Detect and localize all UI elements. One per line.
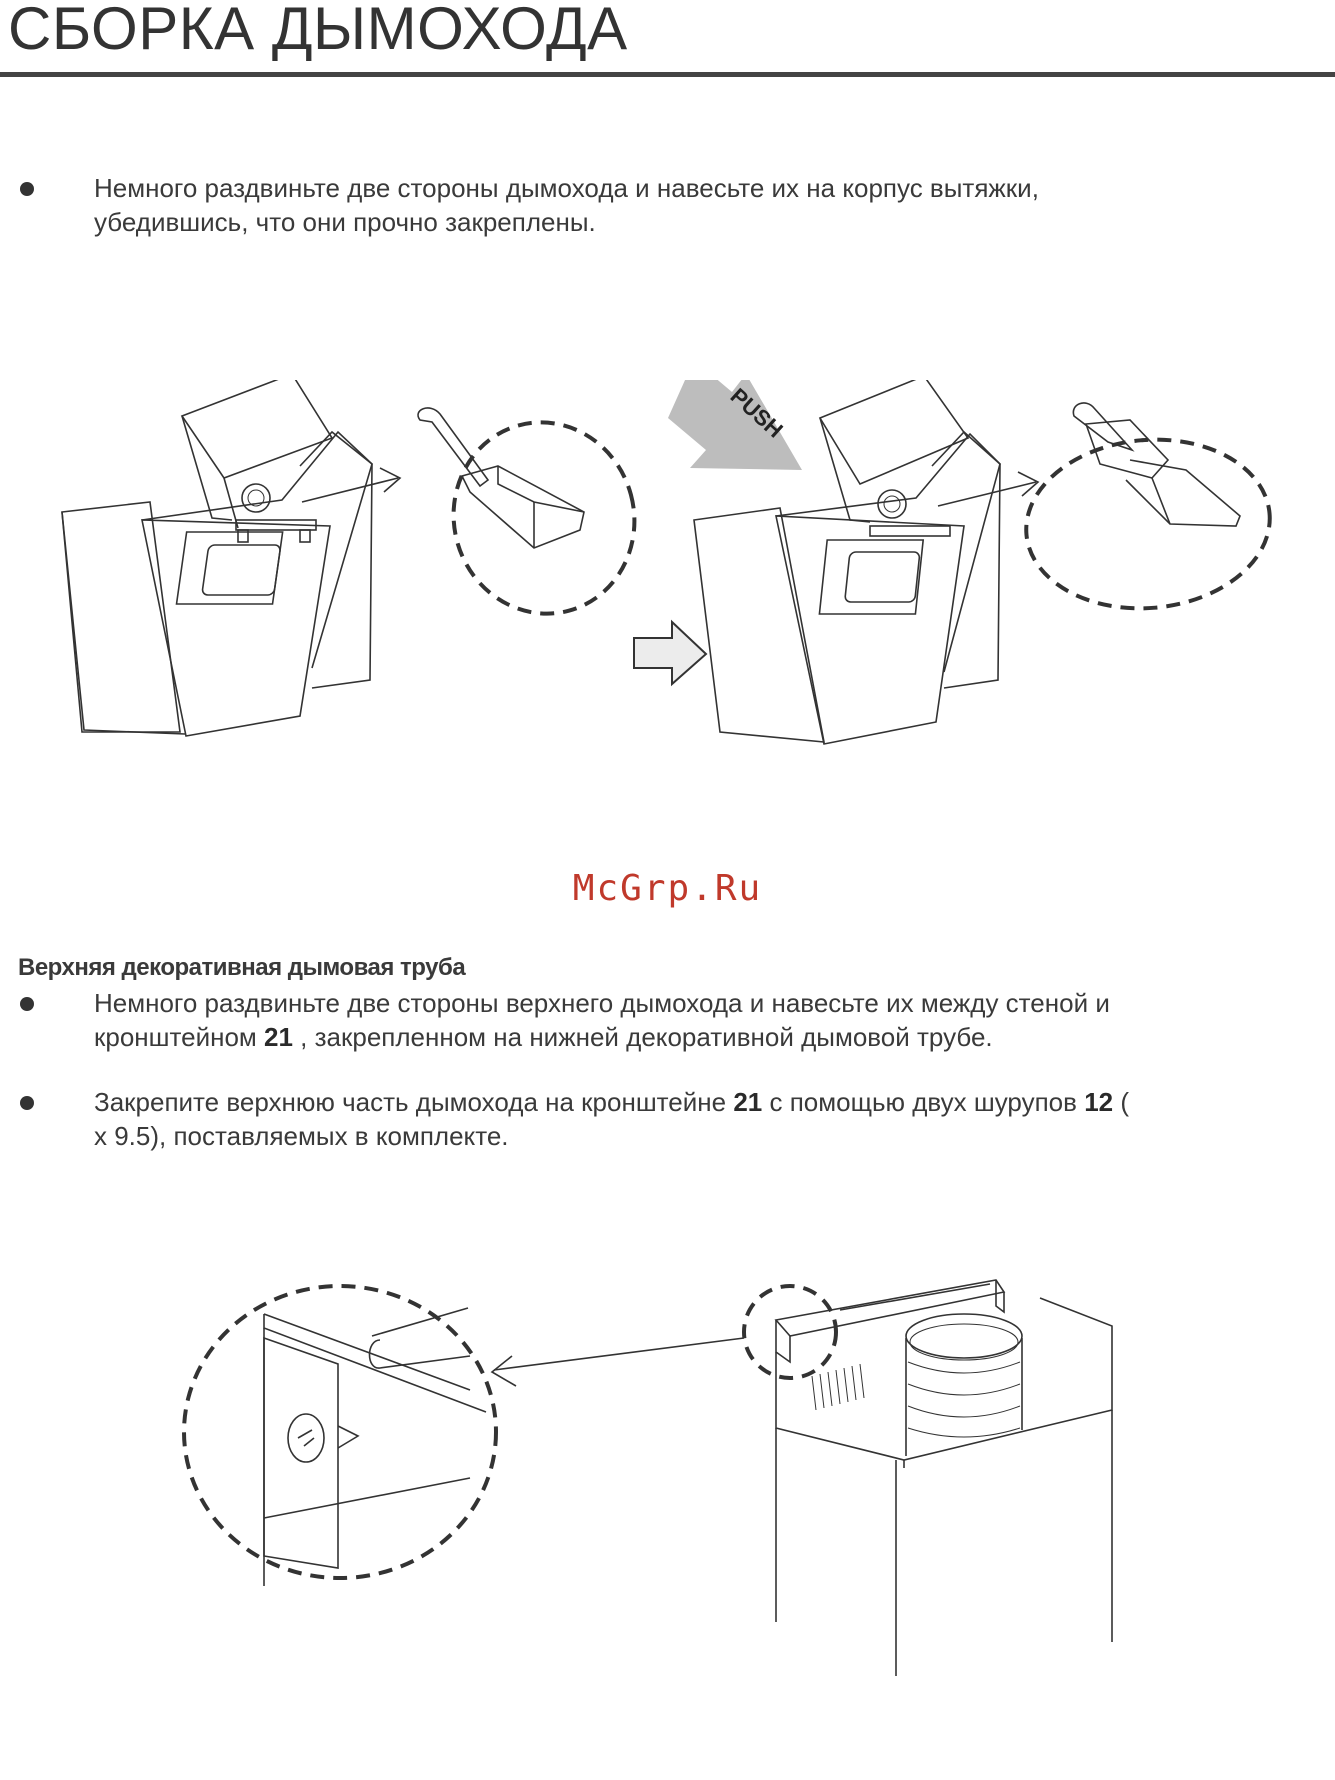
chimney-bracket-figure	[182, 1279, 1113, 1676]
title-rule	[0, 72, 1335, 77]
chimney-upper-illustration	[742, 1279, 1113, 1676]
part-number: 21	[733, 1087, 763, 1117]
bullet-icon	[20, 997, 34, 1011]
next-step-arrow-icon	[633, 619, 708, 687]
hood-left-illustration	[61, 380, 402, 737]
zoom-detail-right	[1024, 402, 1272, 611]
bullet-icon	[20, 182, 34, 196]
bullet-icon	[20, 1096, 34, 1110]
section-heading: Верхняя декоративная дымовая труба	[18, 954, 466, 981]
instruction-line: Немного раздвиньте две стороны дымохода …	[94, 173, 1039, 203]
part-number: 21	[264, 1022, 293, 1052]
instruction-line: Закрепите верхнюю часть дымохода на крон…	[94, 1087, 1129, 1117]
instruction-line: Немного раздвиньте две стороны верхнего …	[94, 988, 1110, 1018]
instruction-line: убедившись, что они прочно закреплены.	[94, 207, 596, 237]
hood-assembly-figure: PUSH	[61, 380, 1272, 745]
hood-right-illustration	[693, 380, 1040, 745]
zoom-detail-left	[417, 407, 637, 616]
instruction-line: кронштейном 21 , закрепленном на нижней …	[94, 1022, 993, 1052]
instruction-step-2: Немного раздвиньте две стороны верхнего …	[94, 986, 1110, 1054]
instruction-step-3: Закрепите верхнюю часть дымохода на крон…	[94, 1085, 1129, 1153]
push-arrow-icon: PUSH	[668, 380, 802, 470]
page-title: СБОРКА ДЫМОХОДА	[8, 0, 628, 62]
watermark: McGrp.Ru	[572, 868, 763, 909]
instruction-line: x 9.5), поставляемых в комплекте.	[94, 1121, 509, 1151]
instruction-step-1: Немного раздвиньте две стороны дымохода …	[94, 171, 1039, 239]
part-number: 12	[1084, 1087, 1114, 1117]
zoom-detail-bracket	[182, 1284, 745, 1586]
